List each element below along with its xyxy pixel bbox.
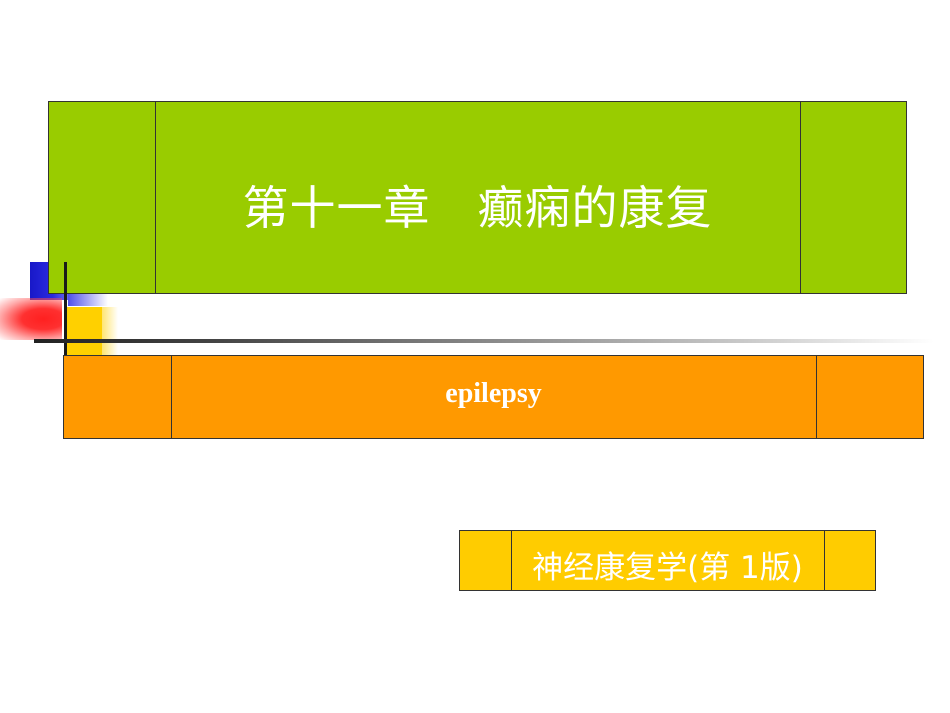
decorative-vertical-line xyxy=(64,262,67,358)
subtitle-box: epilepsy xyxy=(63,355,924,439)
decorative-red-square xyxy=(0,298,62,340)
decorative-blue-fade xyxy=(68,292,108,306)
slide-title: 第十一章 癫痫的康复 xyxy=(242,181,713,235)
book-box: 神经康复学(第 1版) xyxy=(459,530,876,591)
title-divider-left xyxy=(155,102,156,293)
decorative-yellow-fade xyxy=(92,307,118,355)
book-divider-left xyxy=(511,531,512,590)
book-divider-right xyxy=(824,531,825,590)
slide-subtitle: epilepsy xyxy=(445,378,542,409)
decorative-horizontal-line xyxy=(34,339,934,343)
title-divider-right xyxy=(800,102,801,293)
subtitle-divider-left xyxy=(171,356,172,438)
title-box: 第十一章 癫痫的康复 xyxy=(48,101,907,294)
book-title: 神经康复学(第 1版) xyxy=(532,550,803,586)
subtitle-divider-right xyxy=(816,356,817,438)
